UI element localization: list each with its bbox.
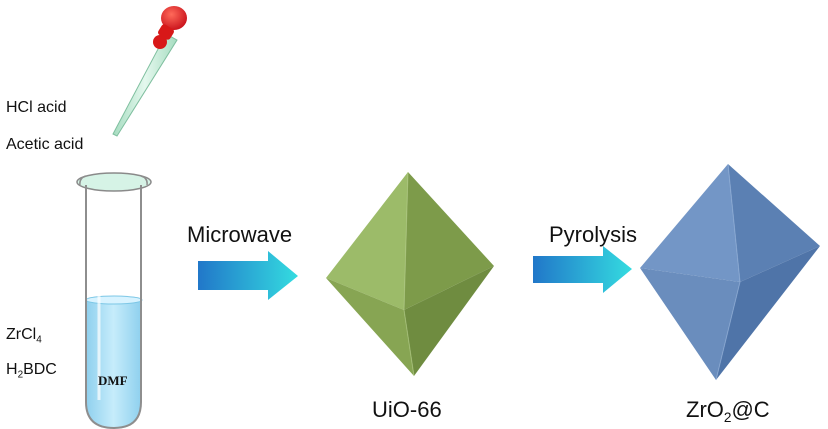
step-pyrolysis-label: Pyrolysis: [549, 222, 638, 247]
solvent-label: DMF: [98, 373, 128, 388]
reagent-hcl-label: HCl acid: [6, 99, 67, 116]
octahedron-icon: [640, 163, 820, 381]
reagent-acetic-label: Acetic acid: [6, 136, 84, 153]
reagent-h2bdc-label: H2BDC: [6, 361, 57, 381]
product-zro2c-label: ZrO2@C: [686, 397, 770, 425]
dmf-liquid: [86, 300, 141, 428]
octahedron-icon: [326, 171, 494, 377]
step-microwave-label: Microwave: [187, 222, 293, 247]
right-arrow-icon: [198, 251, 298, 300]
product-uio66-label: UiO-66: [372, 397, 442, 422]
reagent-zrcl4-label: ZrCl4: [6, 326, 42, 346]
dropper-icon: [112, 6, 187, 137]
right-arrow-icon: [533, 246, 632, 293]
test-tube-icon: [76, 172, 152, 429]
